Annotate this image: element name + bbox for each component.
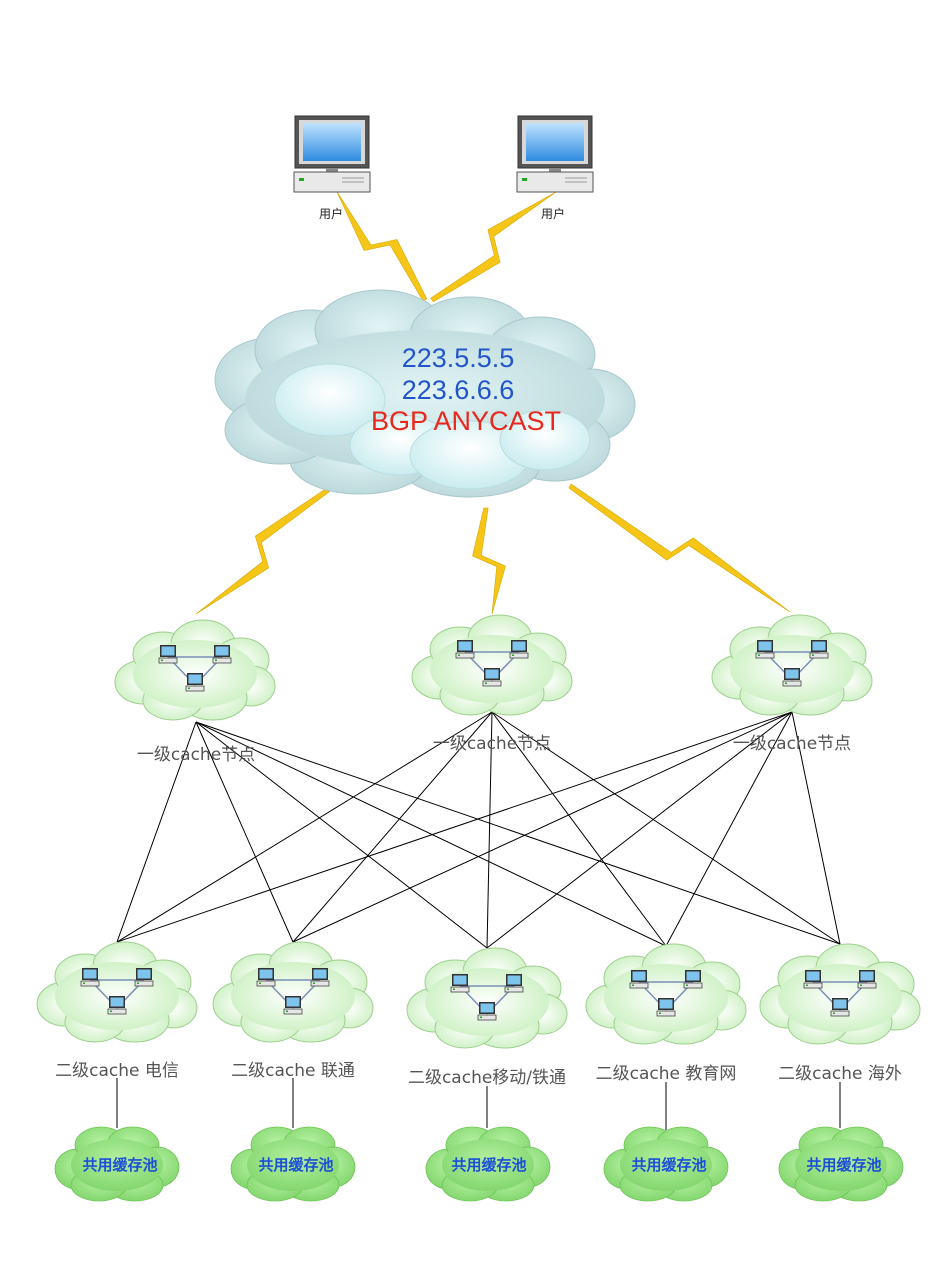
level2-label-4: 二级cache 教育网 — [595, 1064, 737, 1084]
level2-label-5: 二级cache 海外 — [778, 1064, 902, 1084]
level2-node-2 — [212, 941, 374, 1043]
level2-label-3: 二级cache移动/铁通 — [407, 1068, 567, 1088]
anycast-label: BGP ANYCAST — [370, 406, 562, 436]
level2-node-4 — [585, 943, 747, 1045]
mesh-link-3-1 — [116, 711, 793, 943]
pool-label-5: 共用缓存池 — [806, 1156, 882, 1174]
lightning-level1-3 — [568, 483, 791, 613]
mesh-link-2-4 — [491, 711, 667, 947]
user-label-2: 用户 — [541, 207, 566, 221]
mesh-link-1-2 — [195, 721, 294, 943]
level1-node-1 — [114, 619, 276, 721]
anycast-cloud — [214, 289, 636, 498]
mesh-link-1-1 — [116, 721, 197, 943]
user-computer-2 — [516, 115, 594, 193]
level2-label-1: 二级cache 电信 — [55, 1061, 179, 1081]
lightning-user-2 — [430, 191, 557, 303]
pool-label-2: 共用缓存池 — [258, 1156, 334, 1174]
mesh-link-2-2 — [292, 711, 493, 943]
user-computer-1 — [293, 115, 371, 193]
level2-label-2: 二级cache 联通 — [231, 1061, 355, 1081]
level2-node-5 — [759, 943, 921, 1045]
lightning-user-1 — [335, 189, 428, 302]
mesh-link-1-5 — [195, 721, 841, 945]
mesh-link-1-4 — [195, 721, 667, 947]
pool-label-1: 共用缓存池 — [82, 1156, 158, 1174]
mesh-link-3-5 — [791, 711, 841, 945]
level1-label-2: 一级cache节点 — [432, 734, 552, 754]
level1-node-3 — [711, 614, 873, 716]
level1-node-2 — [411, 614, 573, 716]
anycast-ip-2: 223.6.6.6 — [401, 375, 515, 405]
mesh-link-3-2 — [292, 711, 793, 943]
mesh-link-2-5 — [491, 711, 841, 945]
level1-label-1: 一级cache节点 — [136, 745, 256, 765]
mesh-link-2-1 — [116, 711, 493, 943]
level2-node-1 — [36, 941, 198, 1043]
mesh-link-3-4 — [665, 711, 793, 947]
anycast-ip-1: 223.5.5.5 — [401, 343, 515, 373]
pool-label-3: 共用缓存池 — [451, 1156, 527, 1174]
level2-node-3 — [406, 947, 568, 1049]
mesh-link-3-3 — [486, 711, 793, 949]
lightning-level1-1 — [195, 488, 330, 615]
mesh-link-1-3 — [195, 721, 488, 949]
mesh-links — [116, 711, 841, 949]
level1-label-3: 一级cache节点 — [732, 734, 852, 754]
pool-label-4: 共用缓存池 — [631, 1156, 707, 1174]
lightning-links — [195, 189, 791, 615]
lightning-level1-2 — [472, 507, 506, 615]
user-label-1: 用户 — [319, 207, 344, 221]
mesh-link-2-3 — [486, 711, 493, 949]
pool-links — [116, 1078, 841, 1130]
